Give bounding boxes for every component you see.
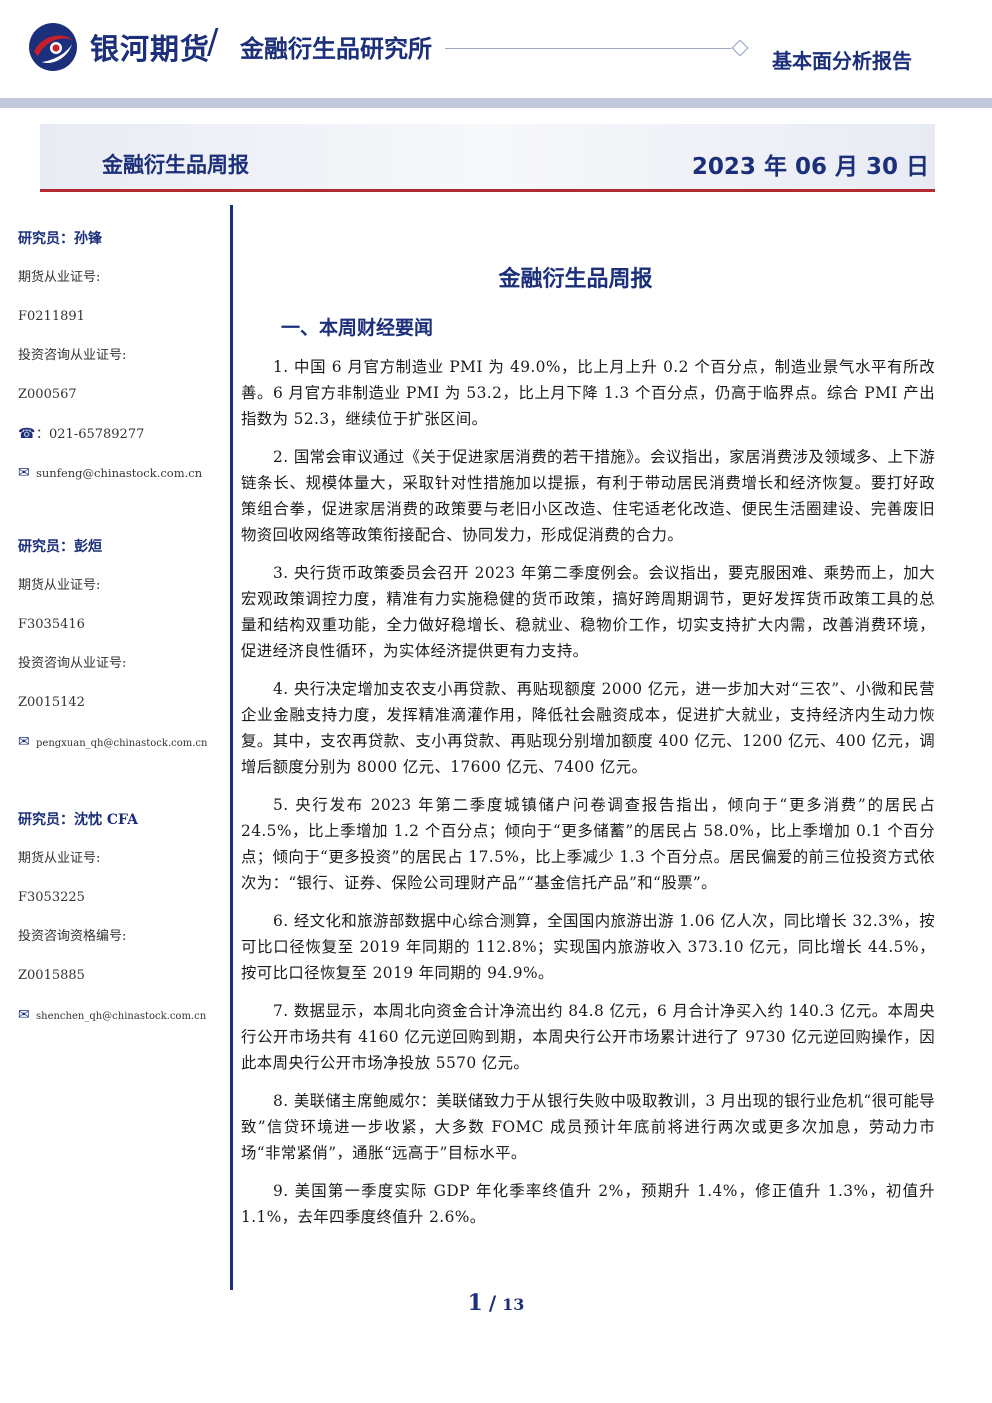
analyst-card: 研究员：沈忱 CFA 期货从业证号: F3053225 投资咨询资格编号: Z0… xyxy=(18,809,228,1043)
report-type: 基本面分析报告 xyxy=(772,49,912,73)
email-row: ✉ shenchen_qh@chinastock.com.cn xyxy=(18,1004,228,1043)
document-title: 金融衍生品周报 xyxy=(498,267,653,292)
futures-license-number: F3053225 xyxy=(18,890,85,905)
news-paragraph: 9. 美国第一季度实际 GDP 年化季率终值升 2%，预期升 1.4%，修正值升… xyxy=(241,1182,935,1226)
section-heading: 一、本周财经要闻 xyxy=(281,317,434,339)
brand-name: 银河期货 xyxy=(90,32,211,66)
analyst-name: 研究员：沈忱 CFA xyxy=(18,812,138,828)
current-page: 1 xyxy=(467,1290,483,1316)
analyst-sidebar: 研究员：孙锋 期货从业证号: F0211891 投资咨询从业证号: Z00056… xyxy=(18,228,228,1043)
main-content: 金融衍生品周报 一、本周财经要闻 1. 中国 6 月官方制造业 PMI 为 49… xyxy=(241,262,935,1242)
banner-title: 金融衍生品周报 xyxy=(102,153,249,177)
advisory-license-number: Z0015142 xyxy=(18,695,85,710)
page-separator: / xyxy=(488,1291,497,1315)
email-row: ✉ pengxuan_qh@chinastock.com.cn xyxy=(18,731,228,770)
phone-icon: ☎ xyxy=(18,426,36,442)
advisory-license-number: Z000567 xyxy=(18,387,77,402)
futures-license-number: F0211891 xyxy=(18,309,85,324)
futures-license-label: 期货从业证号: xyxy=(18,270,101,285)
news-paragraph: 3. 央行货币政策委员会召开 2023 年第二季度例会。会议指出，要克服困难、乘… xyxy=(241,564,935,660)
advisory-license-number: Z0015885 xyxy=(18,968,85,983)
mail-icon: ✉ xyxy=(18,1007,30,1023)
advisory-license-label: 投资咨询从业证号: xyxy=(18,656,127,671)
news-paragraph: 1. 中国 6 月官方制造业 PMI 为 49.0%，比上月上升 0.2 个百分… xyxy=(241,358,935,428)
news-paragraph: 5. 央行发布 2023 年第二季度城镇储户问卷调查报告指出，倾向于“更多消费”… xyxy=(241,796,935,892)
phone-number: ：021-65789277 xyxy=(36,427,145,442)
header-band xyxy=(0,98,992,108)
header-divider xyxy=(445,48,731,49)
sidebar-divider xyxy=(230,205,233,1290)
page-indicator: 1/ 13 xyxy=(0,1290,992,1316)
news-paragraph: 6. 经文化和旅游部数据中心综合测算，全国国内旅游出游 1.06 亿人次，同比增… xyxy=(241,912,935,982)
mail-icon: ✉ xyxy=(18,465,30,481)
analyst-name: 研究员：彭烜 xyxy=(18,539,102,555)
futures-license-label: 期货从业证号: xyxy=(18,578,101,593)
futures-license-number: F3035416 xyxy=(18,617,85,632)
email-address[interactable]: sunfeng@chinastock.com.cn xyxy=(36,466,203,480)
mail-icon: ✉ xyxy=(18,734,30,750)
analyst-card: 研究员：彭烜 期货从业证号: F3035416 投资咨询从业证号: Z00151… xyxy=(18,536,228,770)
institute-name: 金融衍生品研究所 xyxy=(240,35,432,63)
diamond-icon xyxy=(731,39,749,57)
header-slash: / xyxy=(207,22,219,62)
news-paragraph: 7. 数据显示，本周北向资金合计净流出约 84.8 亿元，6 月合计净买入约 1… xyxy=(241,1002,935,1072)
galaxy-logo-icon xyxy=(29,23,77,71)
title-banner: 金融衍生品周报 2023 年 06 月 30 日 xyxy=(40,124,935,192)
news-paragraph: 4. 央行决定增加支农支小再贷款、再贴现额度 2000 亿元，进一步加大对“三农… xyxy=(241,680,935,776)
news-paragraph: 8. 美联储主席鲍威尔：美联储致力于从银行失败中吸取教训，3 月出现的银行业危机… xyxy=(241,1092,935,1162)
advisory-license-label: 投资咨询从业证号: xyxy=(18,348,127,363)
banner-date: 2023 年 06 月 30 日 xyxy=(691,154,929,180)
analyst-name: 研究员：孙锋 xyxy=(18,231,102,247)
phone-row: ☎：021-65789277 xyxy=(18,423,228,462)
analyst-card: 研究员：孙锋 期货从业证号: F0211891 投资咨询从业证号: Z00056… xyxy=(18,228,228,501)
total-pages: 13 xyxy=(502,1295,525,1314)
advisory-license-label: 投资咨询资格编号: xyxy=(18,929,127,944)
news-paragraph: 2. 国常会审议通过《关于促进家居消费的若干措施》。会议指出，家居消费涉及领域多… xyxy=(241,448,935,544)
email-address[interactable]: pengxuan_qh@chinastock.com.cn xyxy=(36,738,208,749)
futures-license-label: 期货从业证号: xyxy=(18,851,101,866)
email-address[interactable]: shenchen_qh@chinastock.com.cn xyxy=(36,1011,207,1022)
email-row: ✉ sunfeng@chinastock.com.cn xyxy=(18,462,228,501)
report-header: 银河期货 / 金融衍生品研究所 基本面分析报告 xyxy=(0,0,992,98)
